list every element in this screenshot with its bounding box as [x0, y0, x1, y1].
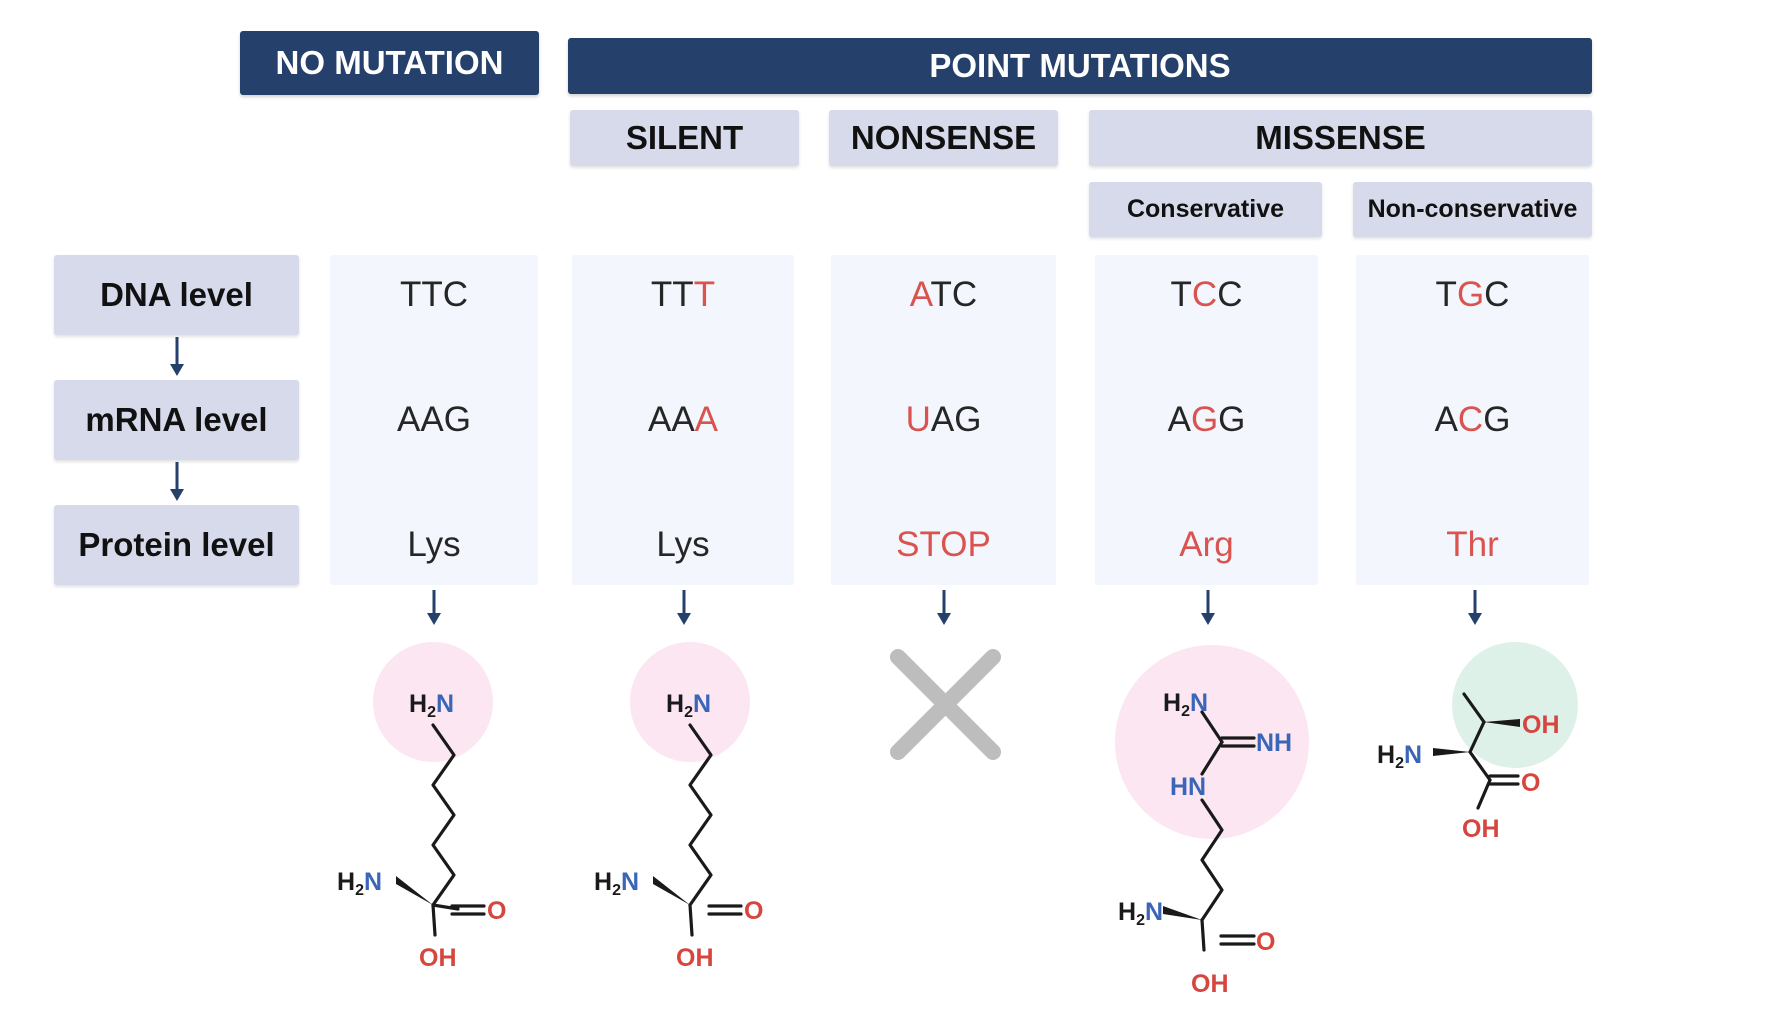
svg-text:OH: OH [1522, 711, 1560, 739]
conservative-header: Conservative [1089, 182, 1322, 237]
amino-acid: Lys [656, 525, 710, 564]
conservative-column: TCC AGG Arg [1095, 255, 1318, 585]
svg-text:OH: OH [1191, 970, 1229, 998]
silent-header: SILENT [570, 110, 799, 166]
svg-text:H2N: H2N [409, 690, 454, 721]
amino-acid: Lys [407, 525, 461, 564]
missense-header: MISSENSE [1089, 110, 1592, 166]
dna-level-text: DNA level [100, 276, 253, 313]
amino-acid: Arg [1179, 525, 1234, 564]
silent-column: TTT AAA Lys [572, 255, 794, 585]
lysine-structure: H2N H2N O OH [594, 642, 763, 972]
svg-text:H2N: H2N [594, 868, 639, 899]
svg-text:H2N: H2N [666, 690, 711, 721]
mrna-codon: AAA [647, 400, 719, 439]
svg-text:H2N: H2N [1163, 689, 1208, 720]
svg-text:HN: HN [1170, 773, 1206, 801]
svg-text:O: O [744, 897, 763, 925]
svg-text:O: O [487, 897, 506, 925]
arrow-down-icon [937, 590, 951, 625]
protein-level-label: Protein level [54, 505, 299, 585]
dna-codon: TTC [399, 275, 469, 314]
svg-text:OH: OH [1462, 815, 1500, 843]
protein-level-text: Protein level [78, 526, 275, 563]
mrna-codon: UAG [905, 400, 982, 439]
stop-cross-icon [890, 649, 1001, 760]
arrow-down-icon [170, 337, 184, 376]
svg-text:OH: OH [676, 944, 714, 972]
svg-text:O: O [1256, 928, 1275, 956]
svg-text:OH: OH [419, 944, 457, 972]
silent-header-label: SILENT [625, 119, 744, 156]
mrna-level-text: mRNA level [85, 401, 268, 438]
non-conservative-header-label: Non-conservative [1367, 195, 1578, 223]
svg-text:O: O [1521, 769, 1540, 797]
dna-codon: TTT [650, 275, 716, 314]
mrna-codon: AGG [1167, 400, 1246, 439]
arrow-down-icon [1468, 590, 1482, 625]
amino-acid: Thr [1446, 525, 1499, 564]
arrow-down-icon [1201, 590, 1215, 625]
mrna-codon: ACG [1434, 400, 1511, 439]
dna-level-label: DNA level [54, 255, 299, 335]
arginine-structure: H2N NH HN H2N O OH [1115, 645, 1309, 998]
arrow-down-icon [677, 590, 691, 625]
no-mutation-column: TTC AAG Lys [330, 255, 538, 585]
nonsense-header: NONSENSE [829, 110, 1058, 166]
amino-acid: STOP [896, 525, 991, 564]
no-mutation-header: NO MUTATION [240, 31, 539, 95]
svg-text:H2N: H2N [1377, 741, 1422, 772]
point-mutations-header: POINT MUTATIONS [568, 38, 1592, 94]
non-conservative-header: Non-conservative [1353, 182, 1592, 237]
svg-text:H2N: H2N [1118, 898, 1163, 929]
mrna-codon: AAG [397, 400, 471, 439]
threonine-structure: OH H2N O OH [1377, 642, 1578, 843]
dna-codon: TGC [1435, 275, 1510, 314]
non-conservative-column: TGC ACG Thr [1356, 255, 1589, 585]
missense-header-label: MISSENSE [1255, 119, 1426, 156]
dna-codon: TCC [1170, 275, 1243, 314]
lysine-structure: H2N H2N O OH [337, 642, 506, 972]
nonsense-column: ATC UAG STOP [831, 255, 1056, 585]
conservative-header-label: Conservative [1126, 195, 1285, 223]
svg-text:H2N: H2N [337, 868, 382, 899]
nonsense-header-label: NONSENSE [850, 119, 1037, 156]
point-mutations-header-label: POINT MUTATIONS [929, 47, 1231, 84]
mrna-level-label: mRNA level [54, 380, 299, 460]
arrow-down-icon [427, 590, 441, 625]
svg-text:NH: NH [1256, 729, 1292, 757]
arrow-down-icon [170, 462, 184, 501]
dna-codon: ATC [909, 275, 978, 314]
no-mutation-header-label: NO MUTATION [275, 44, 504, 81]
